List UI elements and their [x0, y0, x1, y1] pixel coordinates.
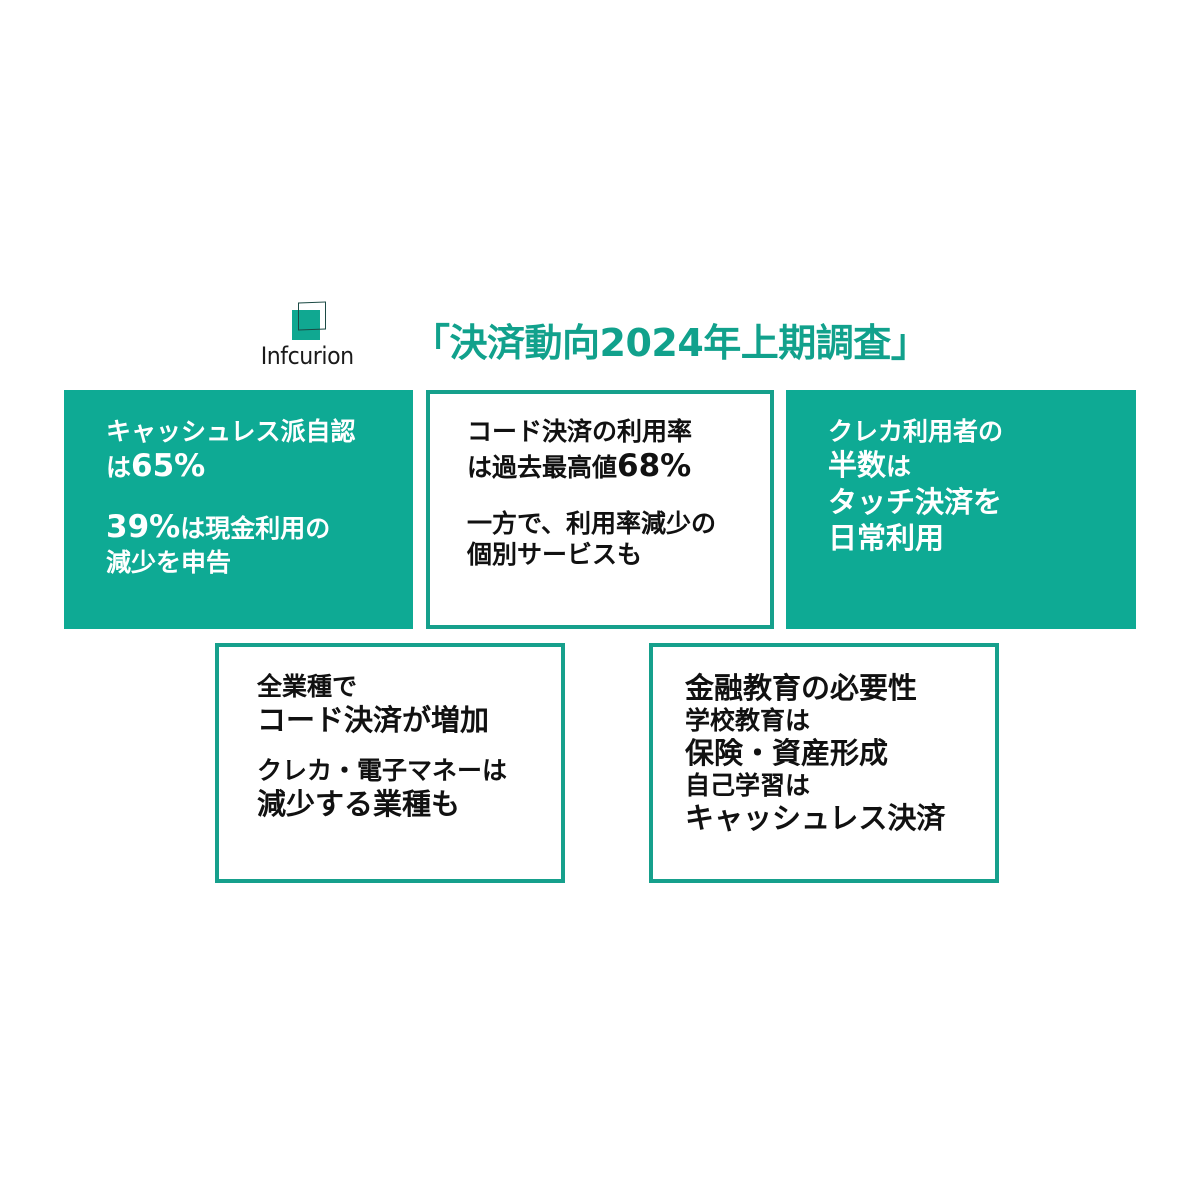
card-text: クレカ利用者の: [828, 417, 1004, 446]
card-text: は65%: [106, 448, 206, 485]
card-text: 一方で、利用率減少の: [467, 509, 717, 538]
card-text: コード決済の利用率: [467, 417, 693, 446]
card-cashless-self-identified: キャッシュレス派自認 は65% 39%は現金利用の 減少を申告: [64, 390, 413, 629]
card-text: は過去最高値68%: [467, 448, 692, 485]
card-text: 減少を申告: [106, 547, 232, 577]
card-text: タッチ決済を: [828, 484, 1003, 519]
stat-value: 65%: [131, 448, 206, 485]
card-text: コード決済が増加: [257, 703, 490, 738]
stat-value: 39%: [106, 509, 181, 545]
card-credit-touch-payment: クレカ利用者の 半数は タッチ決済を 日常利用: [786, 390, 1136, 629]
logo-text: Infcurion: [260, 342, 354, 370]
card-text: 学校教育は: [685, 705, 811, 735]
card-text: 日常利用: [828, 520, 945, 555]
page-title: 「決済動向2024年上期調査」: [412, 321, 929, 365]
card-text: 減少する業種も: [257, 786, 461, 821]
card-text: 半数は: [828, 448, 912, 483]
card-text: 金融教育の必要性: [685, 671, 918, 705]
stat-value: 68%: [617, 448, 692, 485]
card-text: クレカ・電子マネーは: [257, 755, 508, 785]
card-code-payment-usage: コード決済の利用率 は過去最高値68% 一方で、利用率減少の 個別サービスも: [426, 390, 774, 629]
card-text: 自己学習は: [685, 770, 811, 800]
card-text: 全業種で: [257, 672, 358, 701]
card-text: キャッシュレス決済: [685, 800, 946, 835]
card-financial-education: 金融教育の必要性 学校教育は 保険・資産形成 自己学習は キャッシュレス決済: [649, 643, 999, 883]
logo-mark-icon: [290, 301, 330, 340]
infcurion-logo: Infcurion: [252, 298, 372, 378]
card-text: 個別サービスも: [467, 540, 643, 570]
card-text: 保険・資産形成: [685, 735, 889, 770]
card-text: 39%は現金利用の: [106, 509, 331, 545]
card-industry-code-payment: 全業種で コード決済が増加 クレカ・電子マネーは 減少する業種も: [215, 643, 565, 883]
card-text: キャッシュレス派自認: [106, 417, 356, 446]
